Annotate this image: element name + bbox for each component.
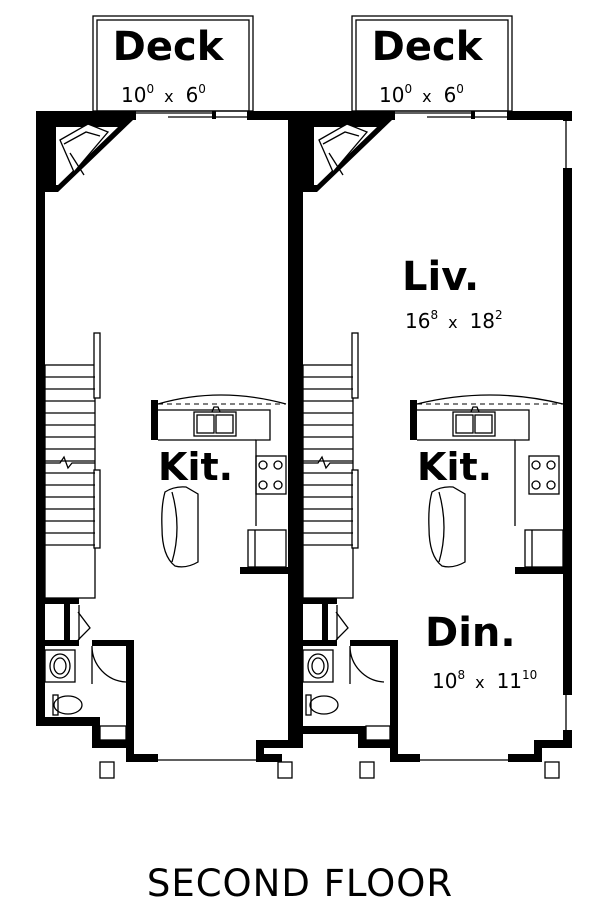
bath-right bbox=[302, 598, 398, 741]
walls-right bbox=[303, 111, 572, 762]
party-wall bbox=[288, 111, 303, 748]
front-posts bbox=[99, 759, 560, 779]
stair-left bbox=[44, 332, 101, 599]
fireplace-left bbox=[45, 120, 133, 192]
slider-left bbox=[136, 111, 247, 119]
fireplace-right bbox=[303, 120, 392, 192]
slider-right bbox=[395, 111, 507, 119]
kitchen-left-label: Kit. bbox=[158, 445, 233, 489]
floor-title: SECOND FLOOR bbox=[146, 862, 454, 905]
walls-left bbox=[36, 111, 290, 762]
dining-label: Din. bbox=[425, 610, 516, 656]
kitchen-left: Kit. bbox=[157, 394, 287, 568]
deck-left-label: Deck bbox=[113, 24, 225, 70]
kitchen-right: Kit. bbox=[416, 394, 564, 568]
living-label: Liv. bbox=[402, 254, 479, 300]
kitchen-right-label: Kit. bbox=[417, 445, 492, 489]
deck-right-label: Deck bbox=[372, 24, 484, 70]
stair-right bbox=[302, 332, 359, 599]
bath-left bbox=[44, 598, 134, 741]
